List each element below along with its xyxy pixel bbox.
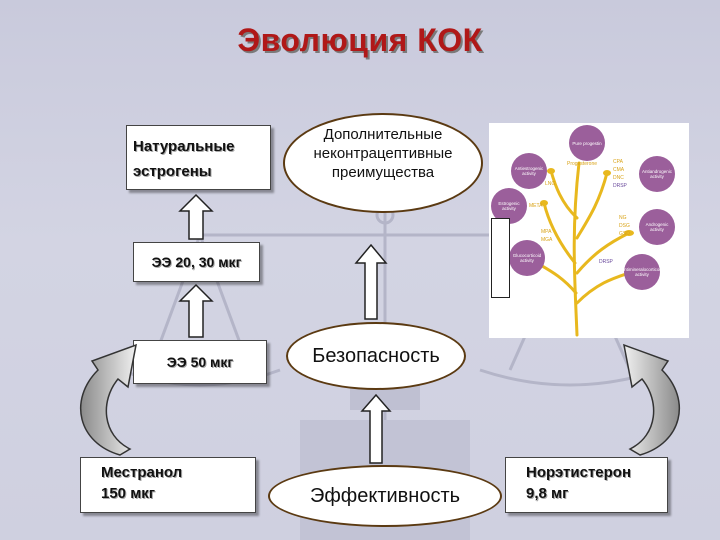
benefits-line2: неконтрацептивные (313, 145, 453, 162)
ee-20-30-box: ЭЭ 20, 30 мкг (133, 242, 260, 282)
up-arrow-icon (354, 243, 388, 320)
efficacy-ellipse: Эффективность (268, 465, 502, 527)
natural-estrogens-line2: эстрогены (133, 163, 212, 180)
mestranol-line2: 150 мкг (101, 485, 156, 502)
benefits-line1: Дополнительные (323, 126, 443, 143)
antiestrogenic-node: Antiestrogenic activity (511, 153, 547, 189)
up-arrow-icon (360, 393, 392, 464)
label-progesterone: Progesterone (567, 161, 598, 167)
label-dsg: DSG (619, 223, 630, 229)
androgenic-node: Androgenic activity (639, 209, 675, 245)
pure-progestin-node: Pure progestin (569, 125, 605, 161)
label-ng: NG (619, 215, 627, 221)
mestranol-line1: Местранол (101, 464, 183, 481)
benefits-line3: преимущества (331, 164, 435, 181)
natural-estrogens-line1: Натуральные (133, 138, 235, 155)
label-meta: META (529, 203, 543, 209)
antiandrogenic-node: Antiandrogenic activity (639, 156, 675, 192)
up-arrow-icon (178, 283, 214, 338)
natural-estrogens-box: Натуральные эстрогены (126, 125, 271, 190)
label-dnc: DNC (613, 175, 624, 181)
ee-50-box: ЭЭ 50 мкг (133, 340, 267, 384)
progestin-classification-image: Pure progestin Antiestrogenic activity A… (489, 123, 689, 338)
ee-20-30-label: ЭЭ 20, 30 мкг (151, 254, 242, 270)
inset-side-bar (491, 218, 510, 298)
label-gsd: GSD (619, 231, 630, 237)
label-drsp-top: DRSP (613, 183, 627, 189)
glucocorticoid-node: Glucocorticoid activity (509, 240, 545, 276)
ee-50-label: ЭЭ 50 мкг (166, 354, 234, 370)
label-cma: CMA (613, 167, 625, 173)
norethisterone-line2: 9,8 мг (526, 485, 569, 502)
norethisterone-line1: Норэтистерон (526, 464, 632, 481)
label-mga: MGA (541, 237, 553, 243)
curved-arrow-left-icon (80, 343, 137, 456)
slide-title: Эволюция КОК (237, 22, 483, 58)
label-mpa: MPA (541, 229, 552, 235)
up-arrow-icon (178, 193, 214, 240)
safety-label: Безопасность (312, 344, 440, 367)
benefits-ellipse: Дополнительные неконтрацептивные преимущ… (283, 113, 483, 213)
label-lng: LNG (545, 181, 556, 187)
antimineralocorticoid-node: Antimineralocorticoid activity (621, 254, 663, 290)
label-cpa: CPA (613, 159, 623, 165)
label-drsp-bottom: DRSP (599, 259, 613, 265)
norethisterone-box: Норэтистерон 9,8 мг (505, 457, 668, 513)
curved-arrow-right-icon (623, 343, 680, 456)
efficacy-label: Эффективность (309, 484, 461, 507)
safety-ellipse: Безопасность (286, 322, 466, 390)
mestranol-box: Местранол 150 мкг (80, 457, 256, 513)
